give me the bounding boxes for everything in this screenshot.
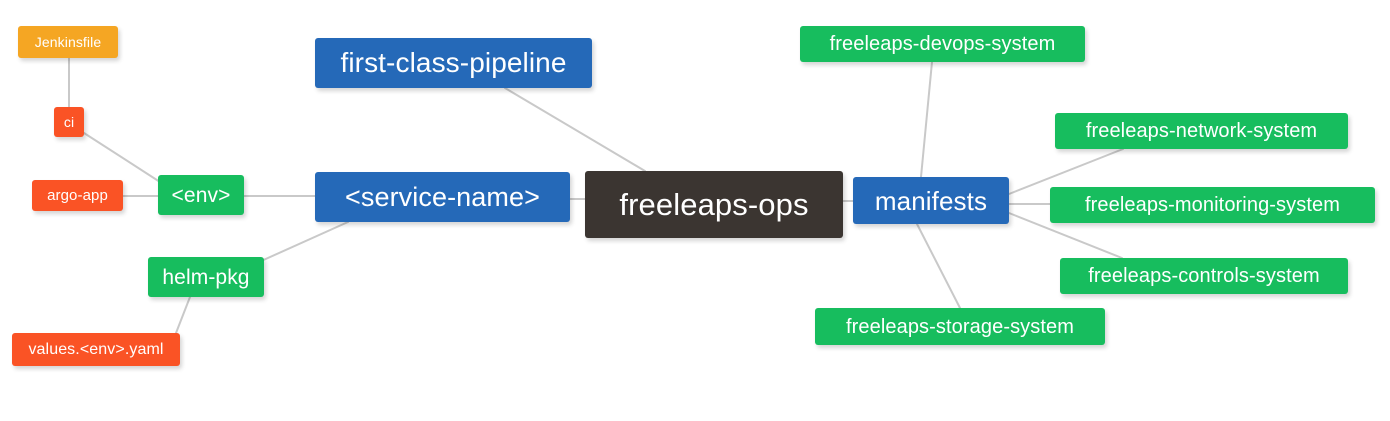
node-label-freeleaps-devops-system: freeleaps-devops-system [829,33,1056,55]
node-ci[interactable]: ci [54,107,84,137]
edge-e-pipeline-ops [504,87,646,172]
node-label-helm-pkg: helm-pkg [162,265,250,289]
node-argo-app[interactable]: argo-app [32,180,123,211]
node-helm-pkg[interactable]: helm-pkg [148,257,264,297]
node-service-name[interactable]: <service-name> [315,172,570,222]
node-label-ci: ci [63,114,75,130]
edge-e-values-helmpkg [175,296,191,334]
edge-e-helmpkg-servicename [258,221,349,263]
edge-e-manifests-storage [916,223,961,309]
node-label-first-class-pipeline: first-class-pipeline [340,47,567,78]
node-label-freeleaps-network-system: freeleaps-network-system [1085,120,1318,142]
node-label-jenkinsfile: Jenkinsfile [34,34,102,50]
node-label-values-yaml: values.<env>.yaml [28,340,164,358]
node-label-freeleaps-ops: freeleaps-ops [619,187,809,222]
node-label-freeleaps-controls-system: freeleaps-controls-system [1088,265,1320,287]
node-freeleaps-network-system[interactable]: freeleaps-network-system [1055,113,1348,149]
node-label-freeleaps-storage-system: freeleaps-storage-system [845,315,1075,338]
node-manifests[interactable]: manifests [853,177,1009,224]
node-freeleaps-ops[interactable]: freeleaps-ops [585,171,843,238]
node-freeleaps-storage-system[interactable]: freeleaps-storage-system [815,308,1105,345]
node-env[interactable]: <env> [158,175,244,215]
node-values-yaml[interactable]: values.<env>.yaml [12,333,180,366]
node-freeleaps-devops-system[interactable]: freeleaps-devops-system [800,26,1085,62]
node-label-freeleaps-monitoring-system: freeleaps-monitoring-system [1084,194,1340,216]
node-label-manifests: manifests [874,185,988,216]
edge-e-ci-env [83,132,161,183]
node-freeleaps-controls-system[interactable]: freeleaps-controls-system [1060,258,1348,294]
node-jenkinsfile[interactable]: Jenkinsfile [18,26,118,58]
node-freeleaps-monitoring-system[interactable]: freeleaps-monitoring-system [1050,187,1375,223]
node-label-env: <env> [171,183,231,207]
node-label-service-name: <service-name> [345,181,540,212]
node-first-class-pipeline[interactable]: first-class-pipeline [315,38,592,88]
node-label-argo-app: argo-app [47,187,108,204]
edge-e-manifests-devops [920,61,933,178]
